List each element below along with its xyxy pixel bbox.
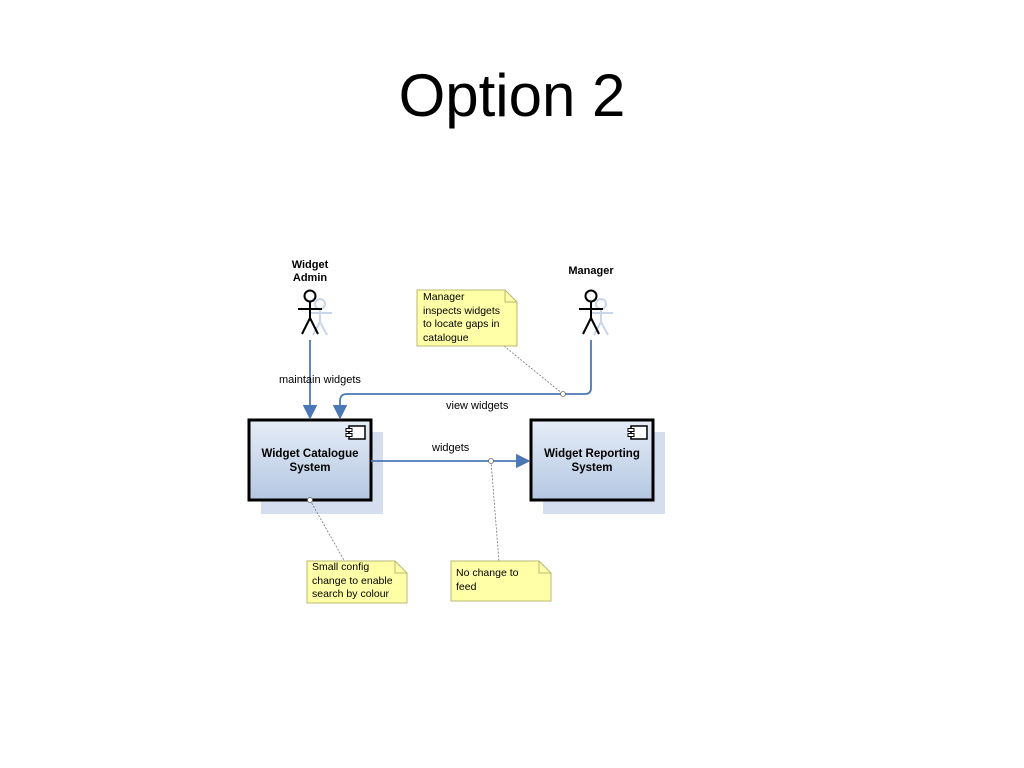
actor-label-manager: Manager [568, 265, 614, 277]
component-icon [627, 425, 648, 440]
stick-figure-icon [298, 289, 322, 335]
note-anchor-manager [503, 345, 564, 395]
actor-label-widget-admin: Widget Admin [291, 259, 329, 284]
component-widget-reporting[interactable] [529, 418, 665, 514]
anchor-point [307, 497, 313, 503]
component-label-reporting: Widget Reporting System [544, 448, 640, 474]
note-anchor-catalogue [309, 499, 346, 563]
flow-view-widgets[interactable] [332, 340, 592, 420]
flow-label-widgets: widgets [432, 442, 470, 454]
note-manager-inspects[interactable] [416, 289, 518, 347]
actor-widget-admin[interactable] [298, 289, 332, 336]
anchor-point [488, 458, 494, 464]
note-text-feed: No change to feed [456, 567, 519, 593]
note-no-change-to-feed[interactable] [450, 560, 552, 602]
flow-label-maintain-widgets: maintain widgets [279, 374, 361, 386]
actor-shadow [310, 298, 332, 336]
anchor-point [560, 391, 566, 397]
note-text-manager: Manager inspects widgets to locate gaps … [423, 291, 501, 344]
note-anchor-feed [490, 460, 500, 563]
component-widget-catalogue[interactable] [247, 418, 383, 514]
actor-manager[interactable] [579, 289, 613, 336]
component-icon [345, 425, 366, 440]
note-small-config-change[interactable] [306, 560, 408, 604]
note-text-catalogue: Small config change to enable search by … [312, 561, 393, 600]
flow-label-view-widgets: view widgets [446, 400, 509, 412]
actor-shadow [591, 298, 613, 336]
slide-title: Option 2 [398, 62, 626, 129]
stick-figure-icon [579, 289, 603, 335]
component-label-catalogue: Widget Catalogue System [261, 448, 359, 474]
